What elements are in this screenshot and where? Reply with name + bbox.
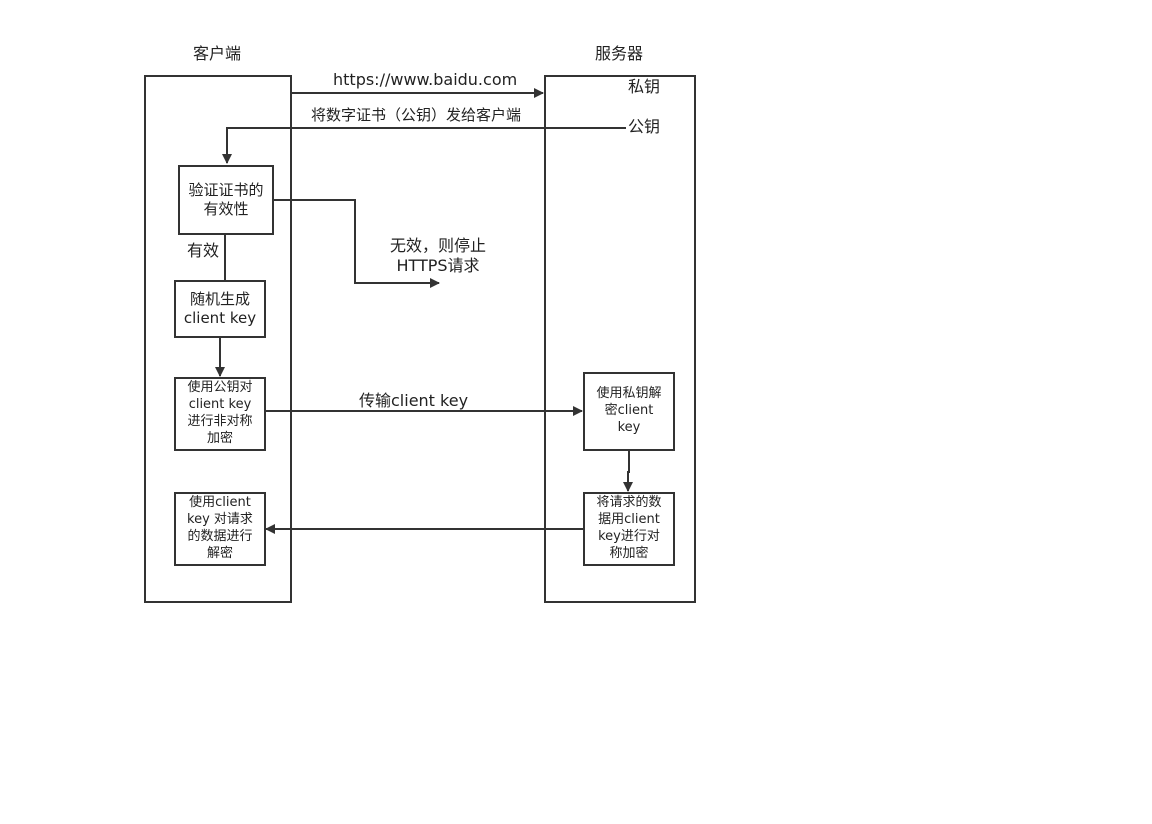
server-process-arrow: [623, 451, 633, 492]
valid-label: 有效: [187, 241, 220, 260]
private-key-label: 私钥: [628, 77, 661, 96]
client-lane-title: 客户端: [193, 44, 242, 63]
decrypt-with-private-key-node: 使用私钥解 密client key: [583, 372, 675, 451]
public-key-label: 公钥: [628, 117, 661, 136]
verify-certificate-node: 验证证书的 有效性: [178, 165, 274, 235]
server-lane-title: 服务器: [595, 44, 644, 63]
generate-client-key-node: 随机生成 client key: [174, 280, 266, 338]
request-url-label: https://www.baidu.com: [333, 70, 518, 89]
decrypt-with-client-key-node: 使用client key 对请求 的数据进行 解密: [174, 492, 266, 566]
invalid-arrow: [274, 199, 440, 288]
invalid-label: 无效，则停止 HTTPS请求: [389, 236, 486, 275]
certificate-arrow: [222, 127, 626, 164]
encrypt-with-public-key-node: 使用公钥对 client key 进行非对称 加密: [174, 377, 266, 451]
send-certificate-label: 将数字证书（公钥）发给客户端: [311, 106, 522, 124]
symmetric-encrypt-node: 将请求的数 据用client key进行对 称加密: [583, 492, 675, 566]
transmit-key-label: 传输client key: [359, 391, 469, 410]
